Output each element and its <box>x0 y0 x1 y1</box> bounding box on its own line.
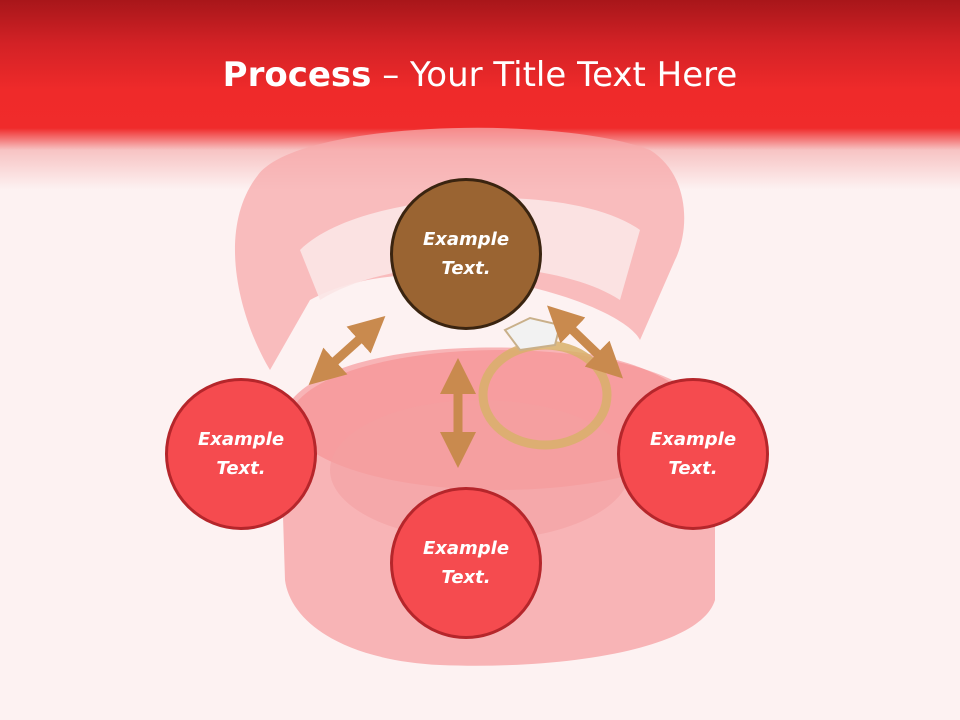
title-bold: Process <box>222 55 372 95</box>
node-bottom-label: Example Text. <box>422 538 510 588</box>
node-top-label: Example Text. <box>422 229 510 279</box>
node-left-label: Example Text. <box>197 429 285 479</box>
double-arrow-icon <box>547 305 623 379</box>
node-right: Example Text. <box>617 378 769 530</box>
node-left: Example Text. <box>165 378 317 530</box>
title-rest: Your Title Text Here <box>410 55 738 95</box>
page-title: Process – Your Title Text Here <box>0 52 960 98</box>
node-top: Example Text. <box>390 178 542 330</box>
node-right-label: Example Text. <box>649 429 737 479</box>
double-arrow-icon <box>308 315 386 386</box>
node-bottom: Example Text. <box>390 487 542 639</box>
title-separator: – <box>371 55 411 95</box>
